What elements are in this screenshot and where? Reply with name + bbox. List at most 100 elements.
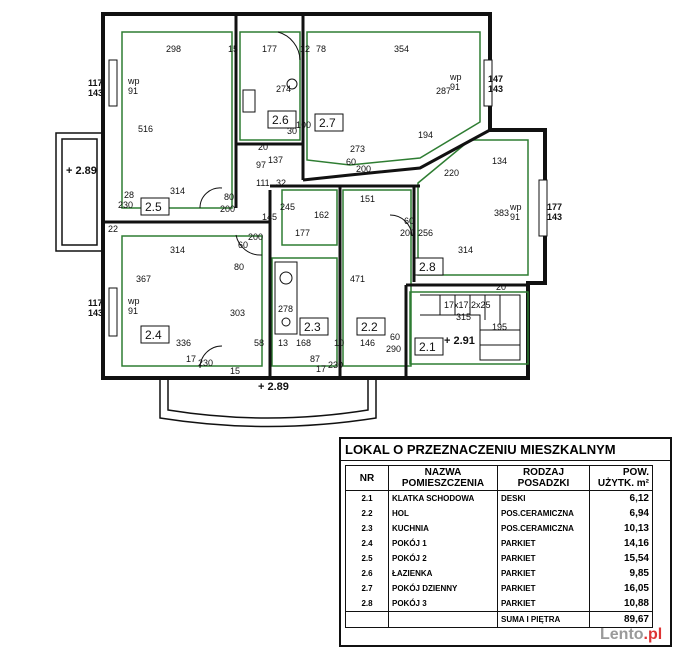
- windows: [108, 59, 548, 337]
- dim-label: 30: [287, 126, 297, 136]
- dim-label: 220: [444, 168, 459, 178]
- dim-label: 78: [316, 44, 326, 54]
- dim-label: 195: [492, 322, 507, 332]
- dim-label: wp: [127, 296, 140, 306]
- dim-label: 20: [258, 142, 268, 152]
- row-nr: 2.3: [345, 521, 389, 536]
- room-label-2-6: 2.6: [272, 113, 289, 127]
- dim-label: 177: [295, 228, 310, 238]
- watermark-logo: Lento.pl: [600, 626, 662, 644]
- row-nr: 2.8: [345, 596, 389, 612]
- table-title: LOKAL O PRZEZNACZENIU MIESZKALNYM: [341, 439, 670, 461]
- room-label-2-1: 2.1: [419, 340, 436, 354]
- row-name: POKÓJ 1: [388, 536, 498, 551]
- header-nr: NR: [345, 465, 389, 491]
- row-name: KLATKA SCHODOWA: [388, 490, 498, 506]
- room-label-2-4: 2.4: [145, 328, 162, 342]
- inner-walls: [103, 14, 528, 378]
- dim-label: 20: [496, 282, 506, 292]
- row-floor: PARKIET: [497, 596, 590, 612]
- dim-label: 200: [356, 164, 371, 174]
- dim-label: 200: [248, 232, 263, 242]
- balconies: [55, 132, 377, 428]
- dim-label: 80: [224, 192, 234, 202]
- row-nr: 2.2: [345, 506, 389, 521]
- row-name: POKÓJ 3: [388, 596, 498, 612]
- dim-label: 278: [278, 304, 293, 314]
- dim-label: 146: [360, 338, 375, 348]
- row-area: 14,16: [589, 536, 653, 551]
- level-markers: + 2.89 + 2.89 + 2.91 17x17,2x25: [66, 165, 491, 393]
- row-nr: 2.6: [345, 566, 389, 581]
- dim-label: 230: [118, 200, 133, 210]
- dim-label: 28: [124, 190, 134, 200]
- row-floor: PARKIET: [497, 536, 590, 551]
- dim-label: 177: [262, 44, 277, 54]
- kitchen-fixtures: [242, 78, 298, 335]
- dim-label: 91: [450, 82, 460, 92]
- header-area: POW.UŻYTK. m²: [589, 465, 653, 491]
- room-label-2-2: 2.2: [361, 320, 378, 334]
- dim-label: 15: [230, 366, 240, 376]
- dim-label: wp: [127, 76, 140, 86]
- dim-label: 336: [176, 338, 191, 348]
- dim-label: 314: [458, 245, 473, 255]
- room-label-2-5: 2.5: [145, 200, 162, 214]
- dim-label: 117: [88, 298, 103, 308]
- outer-walls: [101, 12, 547, 380]
- dim-label: 298: [166, 44, 181, 54]
- dim-label: 314: [170, 186, 185, 196]
- watermark-suffix: .pl: [643, 626, 663, 643]
- dim-label: 137: [268, 155, 283, 165]
- dim-label: 145: [262, 212, 277, 222]
- dim-label: 230: [328, 360, 343, 370]
- dim-label: 12: [300, 44, 310, 54]
- dim-label: wp: [509, 202, 522, 212]
- row-floor: DESKI: [497, 490, 590, 506]
- dim-label: 13: [278, 338, 288, 348]
- dim-label: 143: [488, 84, 503, 94]
- dim-label: 287: [436, 86, 451, 96]
- row-area: 6,94: [589, 506, 653, 521]
- dim-label: 15: [228, 44, 238, 54]
- dim-label: 143: [88, 308, 103, 318]
- level-marker: + 2.89: [258, 381, 289, 393]
- dim-label: 60: [346, 157, 356, 167]
- dim-label: wp: [449, 72, 462, 82]
- dim-label: 91: [128, 86, 138, 96]
- row-area: 16,05: [589, 581, 653, 596]
- dim-label: 314: [170, 245, 185, 255]
- room-label-2-7: 2.7: [319, 116, 336, 130]
- row-floor: POS.CERAMICZNA: [497, 506, 590, 521]
- header-area-line2: UŻYTK. m²: [597, 478, 649, 489]
- dim-label: 256: [418, 228, 433, 238]
- dim-label: 60: [390, 332, 400, 342]
- row-name: POKÓJ 2: [388, 551, 498, 566]
- dim-label: 60: [404, 216, 414, 226]
- header-name-line2: POMIESZCZENIA: [401, 478, 485, 489]
- row-floor: POS.CERAMICZNA: [497, 521, 590, 536]
- row-area: 9,85: [589, 566, 653, 581]
- doors: [199, 31, 413, 369]
- stair-label: 17x17,2x25: [444, 300, 491, 310]
- dim-label: 87: [310, 354, 320, 364]
- row-area: 10,13: [589, 521, 653, 536]
- row-floor: PARKIET: [497, 581, 590, 596]
- header-name-line1: NAZWA: [424, 467, 462, 478]
- header-area-line1: POW.: [622, 467, 649, 478]
- dim-label: 354: [394, 44, 409, 54]
- dim-label: 367: [136, 274, 151, 284]
